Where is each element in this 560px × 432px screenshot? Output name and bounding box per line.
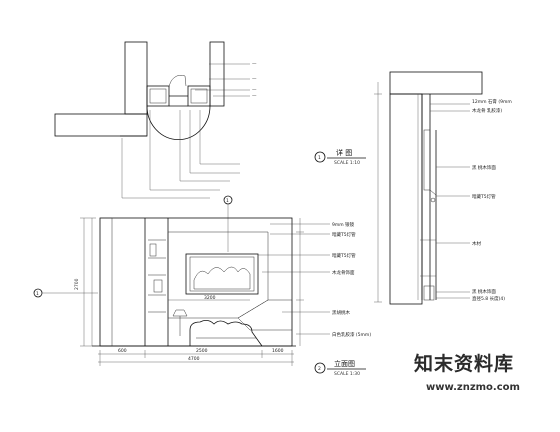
section-callout: 暗藏T5灯管 xyxy=(472,193,496,200)
svg-text:—: — xyxy=(252,88,257,93)
section-callout: 木材 xyxy=(472,240,481,247)
elev-callout: 黑胡桃木 xyxy=(332,309,350,316)
elevation-frame xyxy=(99,217,293,347)
svg-text:—: — xyxy=(252,62,257,67)
elev-callout: 9mm 银镜 xyxy=(332,221,355,228)
plan-leaders xyxy=(121,63,250,199)
elevation-title: 立面图 xyxy=(334,359,355,368)
dim-seg-2: 2500 xyxy=(196,348,208,354)
plan-leader-texts: — — — — xyxy=(252,62,257,99)
elevation-number: 2 xyxy=(318,366,321,372)
elevation-callouts: 9mm 银镜 暗藏T5灯管 暗藏T5灯管 木龙骨饰面 黑胡桃木 白色乳胶漆 (5… xyxy=(332,221,371,338)
plan-wall-hatch-bottom xyxy=(54,113,148,137)
section-callout: 12mm 石膏 (9mm xyxy=(472,98,512,105)
painting-frame xyxy=(185,253,259,295)
section-callout: 木龙骨 乳胶漆) xyxy=(472,107,502,114)
svg-text:—: — xyxy=(252,77,257,82)
section-callout: 黑 桃木饰面 xyxy=(472,288,496,295)
elev-callout: 木龙骨饰面 xyxy=(332,269,355,276)
dim-seg-3: 1600 xyxy=(272,348,284,354)
plan-wall-hatch xyxy=(124,41,148,115)
elev-callout: 暗藏T5灯管 xyxy=(332,252,356,259)
detail-title: 详 图 xyxy=(336,148,352,157)
plan-block-left-inner xyxy=(149,88,167,104)
svg-text:—: — xyxy=(252,94,257,99)
elev-callout: 白色乳胶漆 (5mm) xyxy=(332,331,371,338)
section-wall-top xyxy=(389,71,483,95)
stone-panel xyxy=(167,231,269,319)
detail-title-block: 1 详 图 SCALE 1:10 xyxy=(314,148,366,166)
watermark-url: www.znzmo.com xyxy=(426,382,520,393)
section-wall-main xyxy=(389,93,423,305)
watermark-text: 知末资料库 xyxy=(414,352,514,375)
elevation-scale: SCALE 1:30 xyxy=(334,371,360,377)
dim-total: 4700 xyxy=(188,356,200,362)
grid-top-label: 1 xyxy=(226,198,229,204)
section-detail xyxy=(374,71,483,305)
dim-inner: 3200 xyxy=(204,295,216,301)
watermark: 知末资料库 www.znzmo.com xyxy=(414,352,520,393)
plan-door-arc xyxy=(146,105,211,140)
detail-scale: SCALE 1:10 xyxy=(334,160,360,166)
elev-callout: 暗藏T5灯管 xyxy=(332,231,356,238)
grid-left-label: 1 xyxy=(36,291,39,297)
section-callout: 直径5.8 长度(4) xyxy=(472,295,505,302)
sofa xyxy=(189,320,263,347)
detail-number: 1 xyxy=(318,155,321,161)
plan-block-right-inner xyxy=(190,88,208,104)
dim-seg-1: 600 xyxy=(118,348,127,354)
dim-height: 2700 xyxy=(74,278,80,290)
elevation-title-block: 2 立面图 SCALE 1:30 xyxy=(314,359,366,377)
section-callouts: 12mm 石膏 (9mm 木龙骨 乳胶漆) 黑 桃木饰面 暗藏T5灯管 木材 黑… xyxy=(472,98,512,302)
plan-wall-hatch-right xyxy=(209,41,225,107)
elevation: 1 1 xyxy=(33,195,330,366)
section-callout: 黑 桃木饰面 xyxy=(472,164,496,171)
plan-detail: — — — — xyxy=(54,41,257,199)
